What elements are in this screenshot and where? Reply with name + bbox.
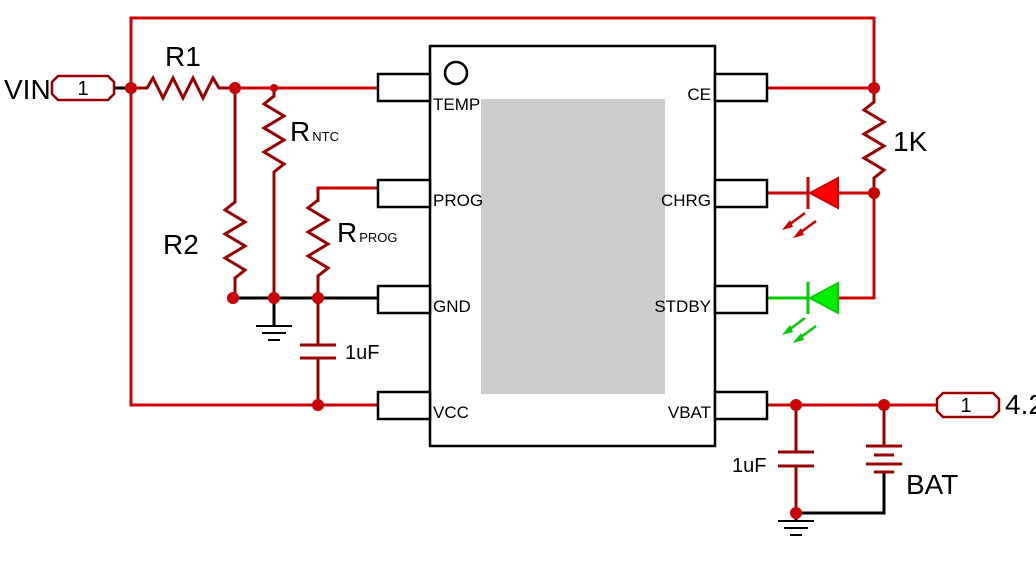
- r1k-label: 1K: [893, 126, 928, 157]
- cap-out-label: 1uF: [732, 455, 766, 477]
- junction-dots: [125, 82, 890, 519]
- resistor-r2: [222, 88, 248, 298]
- resistor-r1: [131, 74, 235, 102]
- pin-label-vbat: VBAT: [668, 403, 711, 422]
- resistor-rprog: [305, 188, 331, 298]
- battery-symbol: [866, 444, 902, 474]
- wire-prog: [316, 186, 378, 202]
- chip-thermal-pad: [481, 99, 665, 394]
- wire-bat-gnd: [796, 472, 886, 515]
- svg-text:1: 1: [77, 78, 88, 100]
- pin-box-prog: [376, 178, 432, 209]
- resistor-rntc: [261, 88, 287, 298]
- pin-box-ce: [713, 72, 769, 103]
- svg-text:1: 1: [960, 395, 971, 417]
- wire-vin-vcc: [129, 88, 378, 407]
- pin-label-ce: CE: [687, 85, 711, 104]
- r1-label: R1: [165, 41, 201, 72]
- wire-stdby-feed: [838, 193, 876, 300]
- pin-label-gnd: GND: [433, 297, 471, 316]
- pin-box-stdby: [713, 284, 769, 315]
- pin-label-temp: TEMP: [433, 95, 480, 114]
- led-standby: [782, 281, 839, 343]
- pin-box-chrg: [713, 178, 769, 209]
- pin-box-temp: [376, 72, 432, 103]
- cap-prog-label: 1uF: [345, 342, 379, 364]
- port-out: 1: [935, 391, 1001, 419]
- pin-label-vcc: VCC: [433, 403, 469, 422]
- wire-top-loop: [129, 16, 876, 88]
- r2-label: R2: [163, 229, 199, 260]
- pin-label-chrg: CHRG: [661, 191, 711, 210]
- port-out-label: 4.2V: [1005, 389, 1036, 420]
- port-vin: 1: [50, 74, 116, 102]
- pin-box-gnd: [376, 284, 432, 315]
- port-vin-label: VIN: [4, 74, 51, 105]
- pin-box-vcc: [376, 390, 432, 421]
- ground-symbol-left: [256, 298, 292, 341]
- resistor-1k: [861, 88, 887, 193]
- pin-box-vbat: [713, 390, 769, 421]
- pin-label-stdby: STDBY: [654, 297, 711, 316]
- battery-label: BAT: [906, 469, 958, 500]
- pin-label-prog: PROG: [433, 191, 483, 210]
- pin1-marker: [443, 60, 469, 86]
- led-charging: [782, 176, 839, 238]
